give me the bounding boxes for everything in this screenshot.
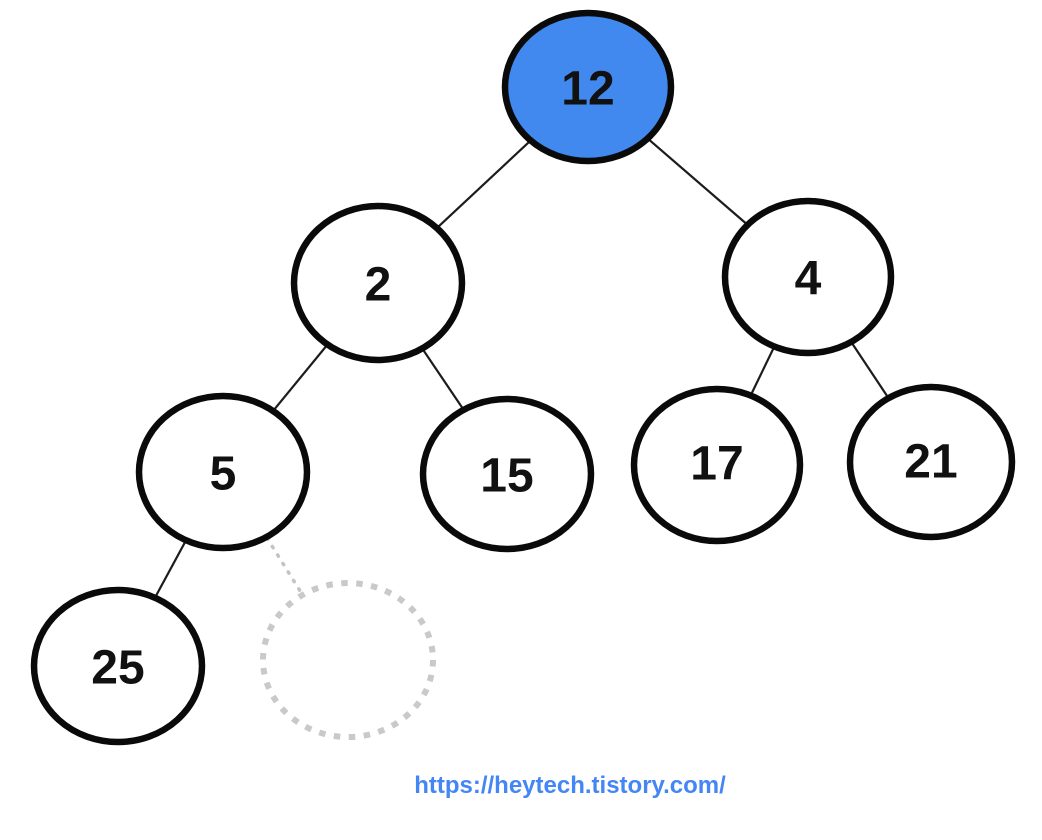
node-5-circle bbox=[135, 392, 311, 552]
node-21-circle bbox=[846, 383, 1016, 541]
node-17-circle bbox=[630, 385, 804, 545]
placeholder-node bbox=[260, 580, 436, 740]
node-5: 5 bbox=[135, 392, 311, 552]
node-2: 2 bbox=[290, 202, 466, 364]
tree-edges bbox=[117, 86, 932, 667]
node-25-label: 25 bbox=[91, 642, 144, 695]
node-12-label: 12 bbox=[561, 63, 614, 116]
node-21: 21 bbox=[846, 383, 1016, 541]
node-25: 25 bbox=[30, 586, 206, 746]
node-4: 4 bbox=[721, 197, 895, 357]
node-17-label: 17 bbox=[690, 438, 743, 491]
node-15-circle bbox=[419, 395, 595, 553]
node-25-circle bbox=[30, 586, 206, 746]
node-17: 17 bbox=[630, 385, 804, 545]
node-15: 15 bbox=[419, 395, 595, 553]
placeholder-circle bbox=[260, 580, 436, 740]
footer-url-link[interactable]: https://heytech.tistory.com/ bbox=[414, 772, 726, 799]
node-15-label: 15 bbox=[480, 450, 533, 503]
edge-5-placeholder-dotted bbox=[265, 536, 304, 596]
node-4-label: 4 bbox=[795, 253, 822, 306]
node-2-circle bbox=[290, 202, 466, 364]
node-12: 12 bbox=[501, 9, 675, 165]
node-21-label: 21 bbox=[904, 436, 957, 489]
node-2-label: 2 bbox=[365, 259, 392, 312]
node-5-label: 5 bbox=[210, 448, 237, 501]
node-12-circle bbox=[501, 9, 675, 165]
node-4-circle bbox=[721, 197, 895, 357]
